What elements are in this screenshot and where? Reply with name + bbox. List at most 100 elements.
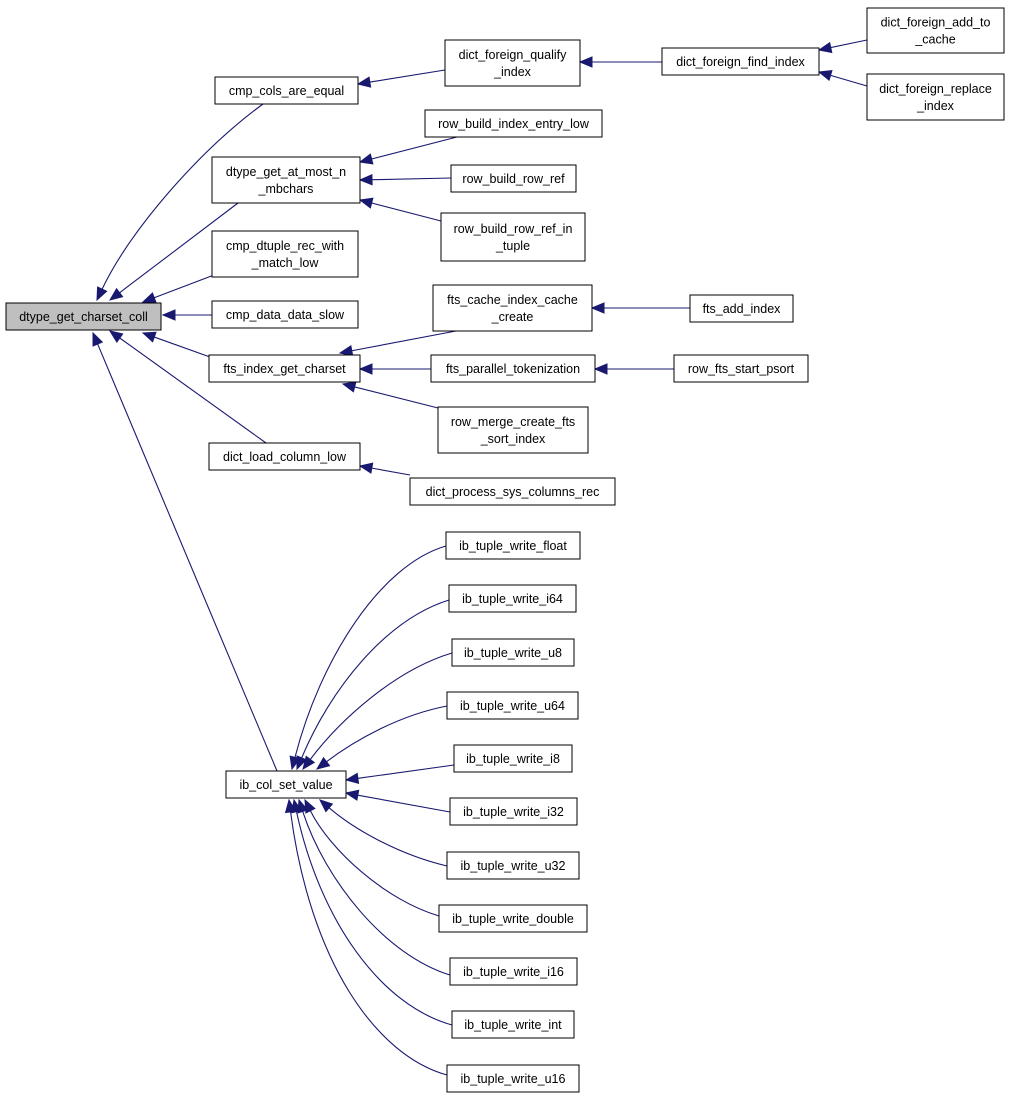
node-dict-foreign-add-to-cache[interactable]: dict_foreign_add_to_cache — [866, 7, 1005, 54]
node-ib-tuple-write-i8[interactable]: ib_tuple_write_i8 — [453, 744, 573, 773]
node-box[interactable] — [446, 851, 580, 880]
node-ib-tuple-write-u16[interactable]: ib_tuple_write_u16 — [446, 1064, 580, 1093]
node-box[interactable] — [208, 442, 361, 471]
node-ib-tuple-write-double[interactable]: ib_tuple_write_double — [438, 904, 588, 933]
node-ib-tuple-write-u8[interactable]: ib_tuple_write_u8 — [451, 638, 575, 667]
node-box[interactable] — [450, 164, 577, 193]
node-ib-tuple-write-int[interactable]: ib_tuple_write_int — [451, 1010, 575, 1039]
node-box[interactable] — [451, 1010, 575, 1039]
node-label: dict_process_sys_columns_rec — [426, 485, 600, 499]
node-box[interactable] — [689, 294, 794, 323]
node-box[interactable] — [446, 1064, 580, 1093]
node-ib-tuple-write-i16[interactable]: ib_tuple_write_i16 — [449, 957, 578, 986]
node-label: dtype_get_at_most_n — [226, 165, 346, 179]
node-ib-tuple-write-i64[interactable]: ib_tuple_write_i64 — [448, 584, 577, 613]
node-label: dict_foreign_replace — [879, 82, 992, 96]
node-label: row_build_row_ref — [462, 172, 565, 186]
node-label: ib_tuple_write_i8 — [466, 752, 560, 766]
node-box[interactable] — [409, 477, 616, 506]
node-box[interactable] — [449, 797, 578, 826]
node-row-build-row-ref[interactable]: row_build_row_ref — [450, 164, 577, 193]
node-box[interactable] — [448, 584, 577, 613]
node-dict-foreign-qualify-index[interactable]: dict_foreign_qualify_index — [444, 39, 581, 87]
node-fts-add-index[interactable]: fts_add_index — [689, 294, 794, 323]
node-row-build-index-entry-low[interactable]: row_build_index_entry_low — [424, 109, 603, 138]
node-ib-tuple-write-float[interactable]: ib_tuple_write_float — [445, 531, 581, 560]
edge-row_build_row_ref-to-dtype_get_at_most_n_mbchars — [358, 173, 452, 186]
edge-line — [369, 69, 446, 83]
arrowhead-icon — [590, 302, 605, 314]
node-box[interactable] — [214, 76, 359, 105]
node-dict-foreign-replace-index[interactable]: dict_foreign_replace_index — [866, 73, 1005, 121]
node-row-merge-create-fts-sort-index[interactable]: row_merge_create_fts_sort_index — [437, 406, 589, 454]
node-dict-process-sys-columns-rec[interactable]: dict_process_sys_columns_rec — [409, 477, 616, 506]
edge-cmp_dtuple_rec_with_match_low-to-root — [141, 274, 215, 303]
node-box[interactable] — [432, 284, 593, 332]
edge-dict_foreign_find_index-to-dict_foreign_qualify_index — [578, 56, 662, 68]
node-box[interactable] — [430, 354, 596, 383]
edge-ib_tuple_write_u16-to-ib_col_set_value — [284, 798, 448, 1076]
node-label: ib_tuple_write_u32 — [461, 859, 566, 873]
node-box[interactable] — [449, 957, 578, 986]
node-box[interactable] — [445, 531, 581, 560]
node-box[interactable] — [437, 406, 589, 454]
node-ib-tuple-write-i32[interactable]: ib_tuple_write_i32 — [449, 797, 578, 826]
arrowhead-icon — [284, 798, 297, 814]
node-box[interactable] — [444, 39, 581, 87]
arrowhead-icon — [358, 153, 374, 165]
node-cmp-dtuple-rec-with-match-low[interactable]: cmp_dtuple_rec_with_match_low — [211, 230, 359, 278]
arrowhead-icon — [338, 345, 354, 357]
node-box[interactable] — [208, 354, 361, 383]
node-dtype-get-at-most-n-mbchars[interactable]: dtype_get_at_most_n _mbchars — [211, 156, 361, 204]
node-cmp-data-data-slow[interactable]: cmp_data_data_slow — [211, 300, 359, 329]
node-ib-col-set-value[interactable]: ib_col_set_value — [225, 770, 347, 799]
node-box[interactable] — [866, 7, 1005, 54]
edge-line — [357, 764, 455, 779]
arrowhead-icon — [578, 56, 593, 68]
node-box[interactable] — [5, 302, 162, 331]
node-box[interactable] — [438, 904, 588, 933]
edge-line — [351, 330, 457, 352]
node-box[interactable] — [453, 744, 573, 773]
arrowhead-icon — [96, 286, 108, 302]
node-cmp-cols-are-equal[interactable]: cmp_cols_are_equal — [214, 76, 359, 105]
node-box[interactable] — [673, 354, 809, 383]
arrowhead-icon — [108, 287, 124, 301]
node-box[interactable] — [451, 638, 575, 667]
edge-line — [154, 336, 211, 358]
node-box[interactable] — [661, 47, 820, 76]
node-label: _create — [491, 310, 534, 324]
edge-dict_load_column_low-to-root — [108, 330, 267, 444]
arrowhead-icon — [358, 197, 374, 209]
node-box[interactable] — [424, 109, 603, 138]
node-box[interactable] — [446, 691, 579, 720]
arrowhead-icon — [356, 76, 372, 88]
edge-fts_add_index-to-fts_cache_index_cache_create — [590, 302, 690, 314]
node-fts-cache-index-cache-create[interactable]: fts_cache_index_cache _create — [432, 284, 593, 332]
node-ib-tuple-write-u32[interactable]: ib_tuple_write_u32 — [446, 851, 580, 880]
node-box[interactable] — [225, 770, 347, 799]
edge-ib_tuple_write_u64-to-ib_col_set_value — [315, 705, 448, 770]
node-root[interactable]: dtype_get_charset_coll — [5, 302, 162, 331]
edge-line — [830, 74, 868, 87]
node-label: ib_tuple_write_u8 — [464, 646, 562, 660]
node-dict-load-column-low[interactable]: dict_load_column_low — [208, 442, 361, 471]
node-box[interactable] — [211, 156, 361, 204]
node-label: _mbchars — [258, 182, 314, 196]
node-ib-tuple-write-u64[interactable]: ib_tuple_write_u64 — [446, 691, 579, 720]
node-label: fts_add_index — [703, 302, 782, 316]
node-box[interactable] — [211, 300, 359, 329]
node-fts-index-get-charset[interactable]: fts_index_get_charset — [208, 354, 361, 383]
node-fts-parallel-tokenization[interactable]: fts_parallel_tokenization — [430, 354, 596, 383]
node-box[interactable] — [440, 212, 586, 262]
node-box[interactable] — [866, 73, 1005, 121]
node-row-build-row-ref-in-tuple[interactable]: row_build_row_ref_in_tuple — [440, 212, 586, 262]
arrowhead-icon — [141, 292, 157, 303]
node-label: fts_cache_index_cache — [447, 293, 578, 307]
node-label: _cache — [914, 33, 955, 47]
node-box[interactable] — [211, 230, 359, 278]
node-row-fts-start-psort[interactable]: row_fts_start_psort — [673, 354, 809, 383]
edge-line — [294, 545, 447, 758]
node-label: _tuple — [495, 239, 530, 253]
node-dict-foreign-find-index[interactable]: dict_foreign_find_index — [661, 47, 820, 76]
